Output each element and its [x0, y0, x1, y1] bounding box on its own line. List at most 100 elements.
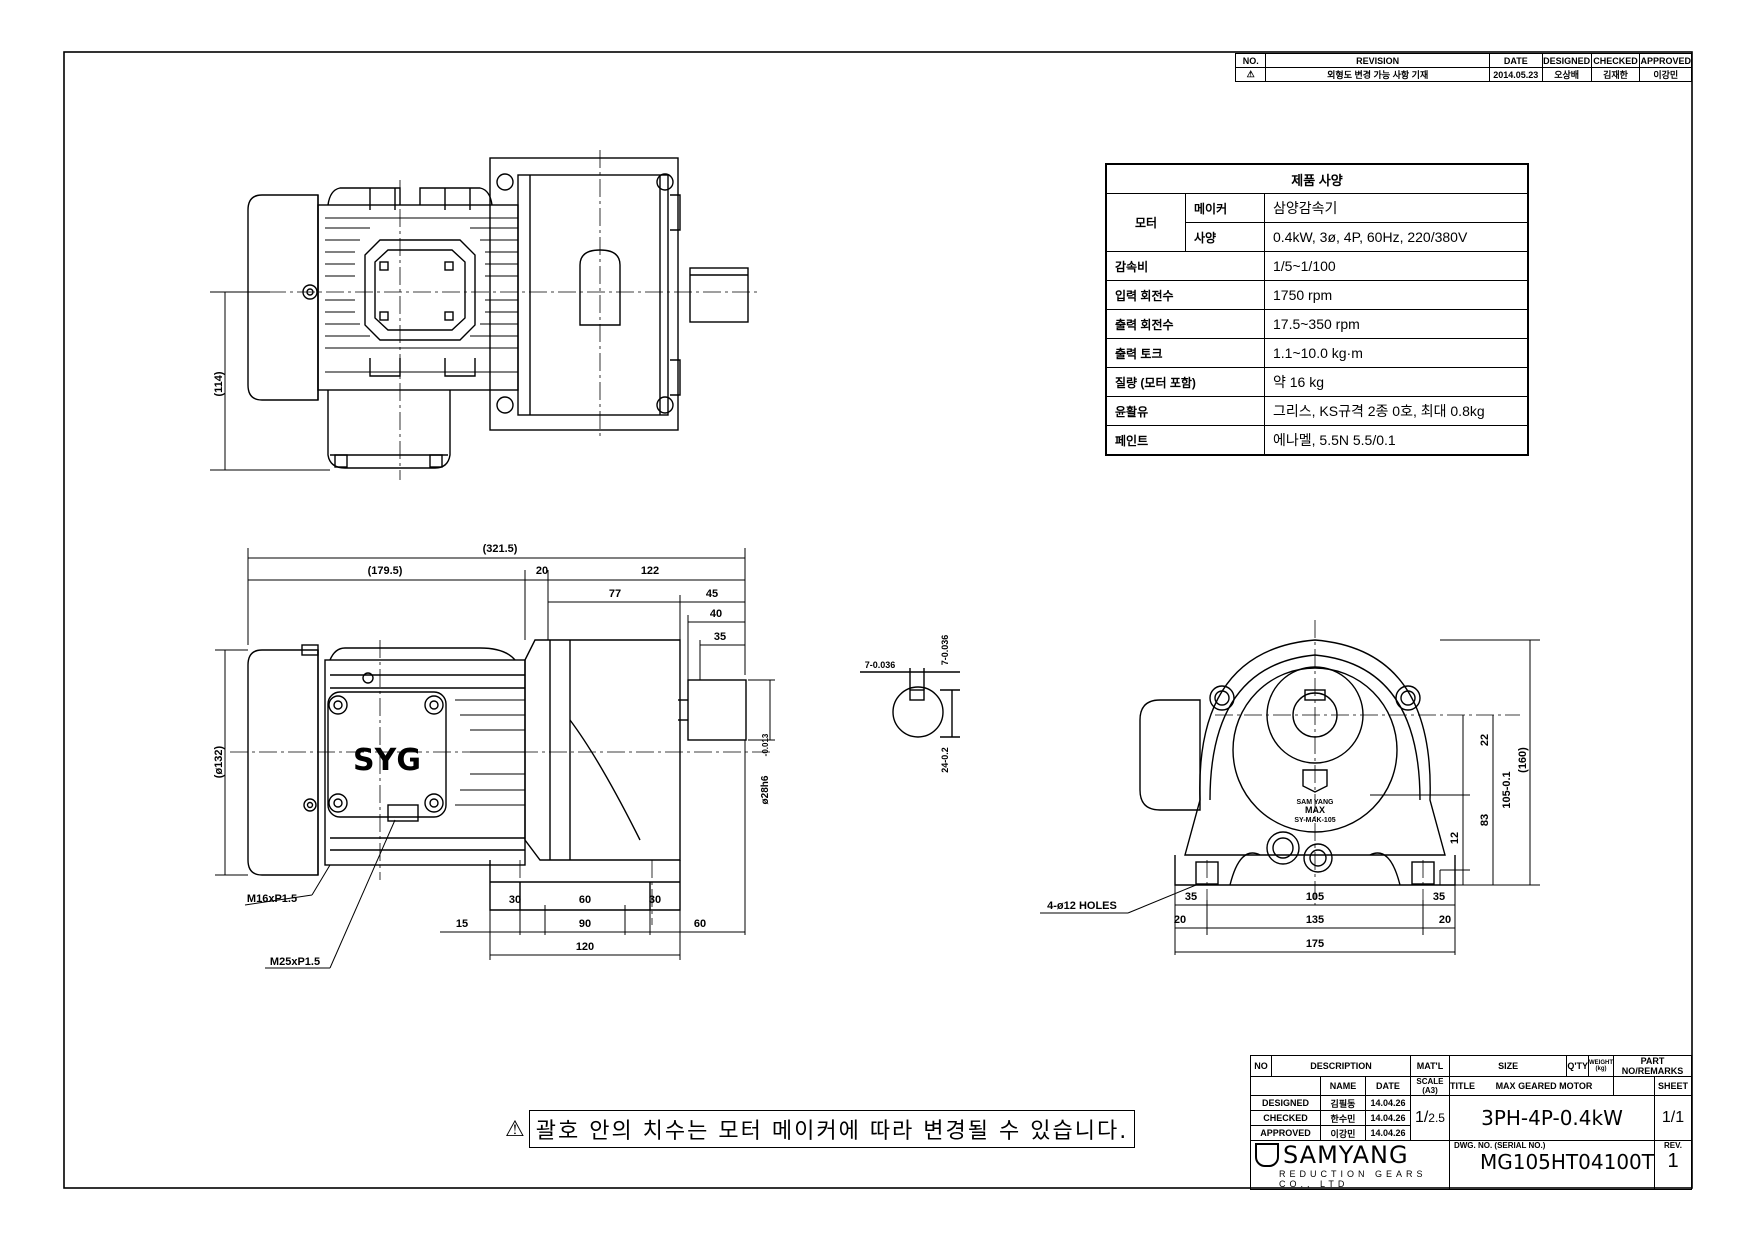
- tb-role-approved: APPROVED: [1250, 1125, 1321, 1141]
- plate-line-3: SY-MAK-105: [1294, 817, 1335, 824]
- plate-line-1: SAM YANG: [1297, 799, 1335, 806]
- tb-model: 3PH-4P-0.4kW: [1448, 1095, 1656, 1141]
- tb-company-cell: SAMYANG REDUCTION GEARS CO., LTD: [1250, 1140, 1450, 1190]
- spec-row-label: 출력 회전수: [1105, 309, 1265, 339]
- dim-r35b: 35: [1433, 891, 1445, 903]
- tb-h-sheet: SHEET: [1654, 1076, 1692, 1096]
- spec-row-label: 페인트: [1105, 425, 1265, 456]
- dim-122: 122: [641, 565, 659, 577]
- top-view: [247, 157, 749, 469]
- dim-key-7b: 7-0.036: [940, 635, 950, 666]
- tb-dwg-no: MG105HT04100T: [1479, 1150, 1654, 1174]
- tb-date-checked: 14.04.26: [1364, 1110, 1411, 1126]
- dim-holes: 4-ø12 HOLES: [1047, 900, 1117, 912]
- tb-scale-num: 1: [1414, 1109, 1424, 1126]
- rev-h-revision: REVISION: [1265, 53, 1490, 68]
- spec-row-label: 감속비: [1105, 251, 1265, 281]
- tb-h-size: SIZE: [1448, 1055, 1568, 1077]
- dim-77: 77: [609, 588, 621, 600]
- spec-row-label: 윤활유: [1105, 396, 1265, 426]
- spec-row-label: 출력 토크: [1105, 338, 1265, 368]
- tb-date-designed: 14.04.26: [1364, 1095, 1411, 1111]
- revision-table: NO. REVISION DATE DESIGNED CHECKED APPRO…: [1234, 53, 1692, 82]
- tb-role-checked: CHECKED: [1250, 1110, 1321, 1126]
- tb-company-sub: REDUCTION GEARS CO., LTD: [1279, 1169, 1427, 1189]
- key-section-view: [860, 668, 960, 738]
- tb-h-desc: DESCRIPTION: [1271, 1055, 1411, 1077]
- dim-r105: 105: [1306, 891, 1324, 903]
- spec-row-value: 약 16 kg: [1264, 367, 1529, 397]
- spec-row-value: 1750 rpm: [1264, 280, 1529, 310]
- dim-b30a: 30: [509, 894, 521, 906]
- dim-321: (321.5): [483, 543, 518, 555]
- spec-row-value: 그리스, KS규격 2종 0호, 최대 0.8kg: [1264, 396, 1529, 426]
- dim-b60: 60: [579, 894, 591, 906]
- tb-rev-value: 1: [1667, 1150, 1679, 1172]
- spec-row-value: 에나멜, 5.5N 5.5/0.1: [1264, 425, 1529, 456]
- spec-row-label: 질량 (모터 포함): [1105, 367, 1265, 397]
- spec-row-value: 17.5~350 rpm: [1264, 309, 1529, 339]
- dim-r160: (160): [1517, 747, 1529, 773]
- tb-h-part: PART NO/REMARKS: [1613, 1055, 1692, 1077]
- rev-desc: 외형도 변경 가능 사항 기재: [1265, 67, 1490, 82]
- dim-r12: 12: [1449, 832, 1461, 844]
- tb-sheet-den: 1: [1675, 1109, 1685, 1126]
- tb-dwg-label: DWG. NO. (SERIAL NO.): [1453, 1141, 1546, 1150]
- spec-row-label: 입력 회전수: [1105, 280, 1265, 310]
- tb-name-approved: 이강민: [1319, 1125, 1366, 1141]
- dim-r20a: 20: [1174, 914, 1186, 926]
- dim-b90: 90: [579, 918, 591, 930]
- rev-checked: 김재한: [1590, 67, 1641, 82]
- tb-name-checked: 한수민: [1319, 1110, 1366, 1126]
- spec-maker-value: 삼양감속기: [1264, 193, 1529, 223]
- dim-b30b: 30: [649, 894, 661, 906]
- dim-b120: 120: [576, 941, 594, 953]
- tb-h-title: TITLE: [1448, 1076, 1475, 1096]
- dim-b60r: 60: [694, 918, 706, 930]
- dim-r83: 83: [1479, 814, 1491, 826]
- dim-179: (179.5): [368, 565, 403, 577]
- tb-name-designed: 김필동: [1319, 1095, 1366, 1111]
- tb-company: SAMYANG: [1283, 1141, 1409, 1169]
- tb-sheet-num: 1: [1661, 1109, 1671, 1126]
- rev-approved: 이강민: [1639, 67, 1692, 82]
- rev-h-date: DATE: [1488, 53, 1543, 68]
- dim-132: (ø132): [213, 745, 225, 778]
- spec-table: 제품 사양 모터 메이커 삼양감속기 사양 0.4kW, 3ø, 4P, 60H…: [1105, 163, 1529, 456]
- dim-key-7a: 7-0.036: [865, 660, 896, 670]
- tb-title-value: MAX GEARED MOTOR: [1474, 1076, 1614, 1096]
- tb-role-designed: DESIGNED: [1250, 1095, 1321, 1111]
- tb-h-matl: MAT'L: [1409, 1055, 1450, 1077]
- rev-date: 2014.05.23: [1488, 67, 1543, 82]
- tb-h-weight: WEIGHT (kg): [1588, 1055, 1614, 1077]
- dim-20: 20: [536, 565, 548, 577]
- sheet-border: [63, 51, 1693, 1189]
- title-block: NO DESCRIPTION MAT'L SIZE Q'TY WEIGHT (k…: [1250, 1055, 1692, 1190]
- company-logo-icon: [1255, 1143, 1279, 1167]
- notice-text: 괄호 안의 치수는 모터 메이커에 따라 변경될 수 있습니다.: [528, 1110, 1136, 1148]
- dim-key-24: 24-0.2: [940, 747, 950, 773]
- tb-h-no: NO: [1250, 1055, 1272, 1077]
- dim-r20b: 20: [1439, 914, 1451, 926]
- spec-spec-label: 사양: [1185, 222, 1265, 252]
- tb-scale-den: 2.5: [1428, 1111, 1445, 1125]
- dim-shaft-dia: ø28h6: [760, 775, 771, 804]
- plate-line-2: MAX: [1305, 805, 1325, 815]
- tb-h-name: NAME: [1319, 1076, 1366, 1096]
- rev-h-checked: CHECKED: [1590, 53, 1641, 68]
- spec-row-value: 1.1~10.0 kg·m: [1264, 338, 1529, 368]
- spec-spec-value: 0.4kW, 3ø, 4P, 60Hz, 220/380V: [1264, 222, 1529, 252]
- dim-45: 45: [706, 588, 718, 600]
- tb-h-qty: Q'TY: [1566, 1055, 1589, 1077]
- dim-35: 35: [714, 631, 726, 643]
- thread-m25: M25xP1.5: [270, 956, 320, 968]
- front-view: [247, 639, 747, 911]
- spec-row-value: 1/5~1/100: [1264, 251, 1529, 281]
- dim-shaft-tol: -0.013: [761, 733, 770, 756]
- dim-r135: 135: [1306, 914, 1324, 926]
- side-view: [1139, 639, 1456, 886]
- notice: ⚠ 괄호 안의 치수는 모터 메이커에 따라 변경될 수 있습니다.: [505, 1110, 1136, 1148]
- spec-motor-label: 모터: [1105, 193, 1186, 252]
- dim-114: (114): [213, 371, 225, 396]
